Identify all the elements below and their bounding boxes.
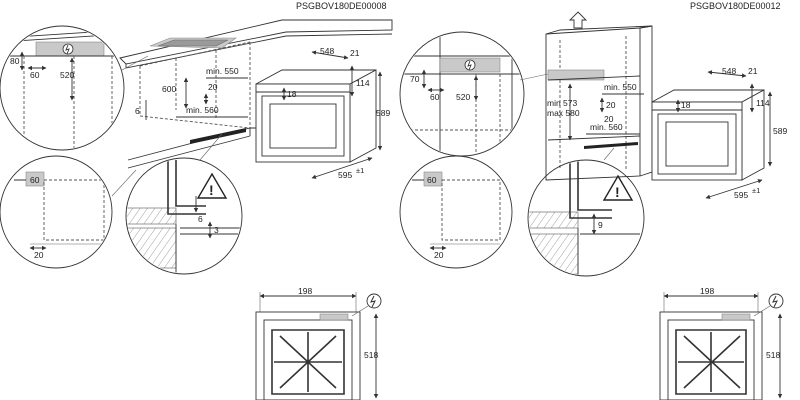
ventilation-slot-right [547,69,605,81]
oven-right [651,89,765,181]
dim-548-right: 548 [722,66,736,76]
dim-20: 20 [208,82,218,92]
svg-text:!: ! [209,182,214,198]
dim-max580: max 580 [547,108,580,118]
dim-520: 520 [60,70,74,80]
dim-20b-right: 20 [604,114,614,124]
up-arrow-icon [568,11,588,29]
bottom-198-left: 198 [298,286,312,296]
detail-circle-mid-right: 60 20 [399,155,513,269]
dim-min560-right: min. 560 [590,122,623,132]
dim-595: 595 [338,170,352,180]
dim-6c: 6 [198,214,203,224]
dim-80: 80 [10,56,20,66]
dim-595-tol-right: ±1 [752,186,760,195]
bottom-198-right: 198 [700,286,714,296]
right-bottom-section: 198 518 [659,286,784,400]
dim-min550-right: min. 550 [604,82,637,92]
bottom-518-left: 518 [364,350,378,360]
dim-600: 600 [162,84,176,94]
dim-9: 9 [598,220,603,230]
power-plug-icon [62,43,74,55]
detail-circle-top: 520 80 60 [0,25,125,151]
dim-6: 6 [135,106,140,116]
dim-60b-right: 60 [427,175,437,185]
left-bottom-section: 198 518 [255,286,382,400]
power-plug-icon [464,59,476,71]
dim-min550: min. 550 [206,66,239,76]
power-plug-icon [768,293,784,309]
dim-114: 114 [356,78,370,88]
dim-589-right: 589 [773,126,787,136]
bottom-518-right: 518 [766,350,780,360]
dim-21: 21 [350,48,360,58]
oven-left [255,69,377,163]
warning-triangle-icon: ! [602,174,634,201]
dim-595-tol: ±1 [356,166,364,175]
dim-3: 3 [214,225,219,235]
left-code-label: PSGBOV180DE00008 [296,1,387,11]
dim-21-right: 21 [748,66,758,76]
dim-589: 589 [376,108,390,118]
dim-60b: 60 [30,175,40,185]
dim-18-right: 18 [681,100,691,110]
dim-114-right: 114 [756,98,770,108]
dim-60: 60 [30,70,40,80]
dim-min573: min 573 [547,98,578,108]
warning-triangle-icon: ! [196,172,228,199]
right-diagram: PSGBOV180DE00012 min 573 max 580 min. 55… [399,1,787,277]
dim-70: 70 [410,74,420,84]
dim-min560: min. 560 [186,105,219,115]
dim-595-right: 595 [734,190,748,200]
detail-circle-mid: 60 20 [0,155,113,269]
svg-text:!: ! [615,184,620,200]
dim-20a-right: 20 [606,100,616,110]
dim-20c-right: 20 [434,250,444,260]
dim-18: 18 [287,89,297,99]
detail-circle-top-right: 520 70 60 [399,31,525,157]
dim-520-right: 520 [456,92,470,102]
power-plug-icon [366,293,382,309]
dim-20b: 20 [34,250,44,260]
dim-548: 548 [320,46,334,56]
detail-circle-section: 6 3 ! [125,157,243,275]
ventilation-strip [190,128,246,144]
right-code-label: PSGBOV180DE00012 [690,1,781,11]
dim-60-right: 60 [430,92,440,102]
left-diagram: PSGBOV180DE00008 600 6 min. 550 20 min. … [0,1,393,275]
